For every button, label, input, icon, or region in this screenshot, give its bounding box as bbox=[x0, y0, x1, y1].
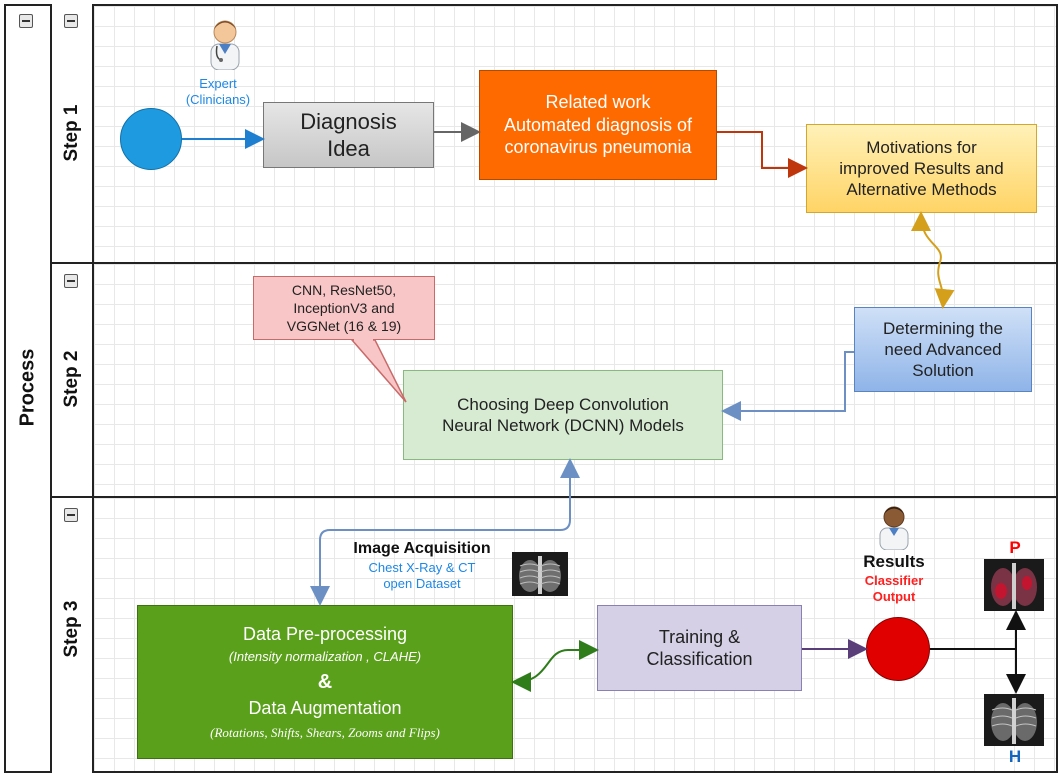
dcnn-line: Neural Network (DCNN) Models bbox=[442, 416, 684, 435]
results-line: Classifier bbox=[864, 573, 924, 588]
results-line: Output bbox=[872, 589, 916, 604]
xray-icon bbox=[984, 694, 1044, 746]
acq-line: Chest X-Ray & CT bbox=[368, 560, 476, 575]
expert-line: Expert bbox=[199, 76, 237, 91]
collapse-icon[interactable] bbox=[64, 508, 78, 522]
training-classification-box[interactable]: Training & Classification bbox=[597, 605, 802, 691]
related-line: coronavirus pneumonia bbox=[504, 137, 692, 158]
lane-label-step2: Step 2 bbox=[61, 350, 82, 408]
pre-sub: (Intensity normalization , CLAHE) bbox=[228, 649, 422, 665]
callout-line: CNN, ResNet50, bbox=[291, 282, 397, 298]
lane-label-step1: Step 1 bbox=[61, 104, 82, 162]
motivations-box[interactable]: Motivations for improved Results and Alt… bbox=[806, 124, 1037, 213]
acq-line: open Dataset bbox=[383, 576, 461, 591]
diagnosis-line: Idea bbox=[327, 136, 370, 161]
image-acquisition-sub: Chest X-Ray & CT open Dataset bbox=[340, 560, 504, 592]
doctor-icon bbox=[876, 502, 912, 550]
train-line: Training & bbox=[658, 626, 741, 647]
train-line: Classification bbox=[646, 649, 753, 669]
diagnosis-idea-box[interactable]: Diagnosis Idea bbox=[263, 102, 434, 168]
need-advanced-box[interactable]: Determining the need Advanced Solution bbox=[854, 307, 1032, 392]
dcnn-models-box[interactable]: Choosing Deep Convolution Neural Network… bbox=[403, 370, 723, 460]
xray-icon bbox=[512, 552, 568, 596]
results-title: Results bbox=[863, 552, 925, 571]
expert-line: (Clinicians) bbox=[185, 92, 251, 107]
lane-header-step1: Step 1 bbox=[52, 4, 94, 264]
pool-header: Process bbox=[4, 4, 52, 773]
aug-title: Data Augmentation bbox=[248, 697, 402, 718]
callout-line: VGGNet (16 & 19) bbox=[286, 318, 402, 334]
diagnosis-line: Diagnosis bbox=[300, 108, 397, 134]
models-callout: CNN, ResNet50, InceptionV3 and VGGNet (1… bbox=[253, 276, 435, 340]
need-line: Solution bbox=[912, 361, 974, 381]
aug-sub: (Rotations, Shifts, Shears, Zooms and Fl… bbox=[210, 725, 440, 740]
related-work-box[interactable]: Related work Automated diagnosis of coro… bbox=[479, 70, 717, 180]
lane-label-step3: Step 3 bbox=[61, 600, 82, 658]
pool-title: Process bbox=[16, 348, 39, 427]
lane-header-step3: Step 3 bbox=[52, 498, 94, 773]
callout-line: InceptionV3 and bbox=[293, 300, 395, 316]
pre-title: Data Pre-processing bbox=[242, 623, 408, 644]
doctor-icon bbox=[205, 14, 245, 70]
motivation-line: Alternative Methods bbox=[846, 180, 997, 200]
data-preprocessing-box[interactable]: Data Pre-processing (Intensity normaliza… bbox=[137, 605, 513, 759]
motivation-line: Motivations for bbox=[866, 137, 977, 157]
start-event[interactable] bbox=[120, 108, 182, 170]
collapse-icon[interactable] bbox=[64, 274, 78, 288]
expert-label: Expert (Clinicians) bbox=[166, 76, 270, 108]
results-sub: Classifier Output bbox=[846, 573, 942, 605]
related-line: Related work bbox=[545, 92, 651, 113]
xray-icon bbox=[984, 559, 1044, 611]
image-acquisition-title: Image Acquisition bbox=[353, 540, 491, 557]
need-line: need Advanced bbox=[884, 339, 1002, 359]
need-line: Determining the bbox=[882, 318, 1003, 338]
related-line: Automated diagnosis of bbox=[503, 114, 693, 135]
collapse-icon[interactable] bbox=[19, 14, 33, 28]
collapse-icon[interactable] bbox=[64, 14, 78, 28]
label-p: P bbox=[1009, 538, 1021, 557]
lane-header-step2: Step 2 bbox=[52, 264, 94, 498]
label-h: H bbox=[1008, 747, 1022, 766]
dcnn-line: Choosing Deep Convolution bbox=[457, 394, 669, 414]
amp: & bbox=[317, 670, 333, 693]
motivation-line: improved Results and bbox=[839, 158, 1004, 178]
end-event[interactable] bbox=[866, 617, 930, 681]
